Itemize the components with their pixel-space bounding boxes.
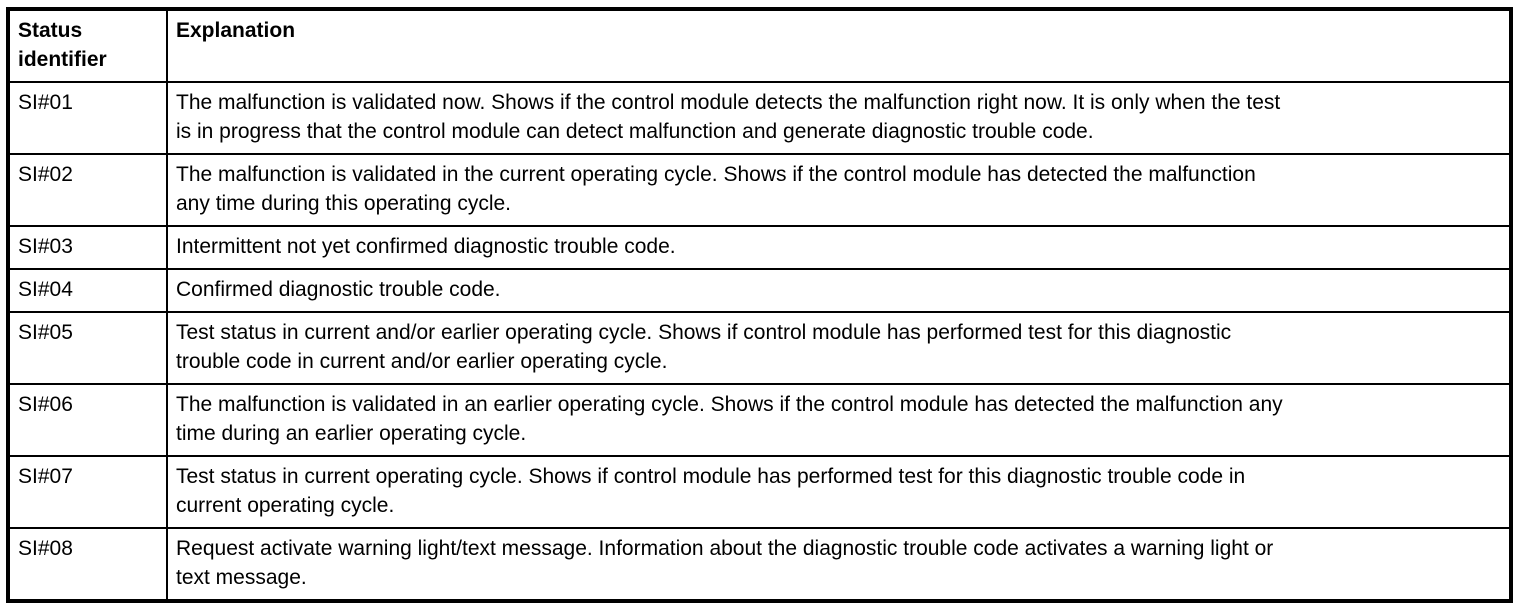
table-row: SI#06 The malfunction is validated in an…	[7, 383, 1512, 457]
explanation-cell: The malfunction is validated in the curr…	[166, 153, 1512, 227]
table-row: SI#01 The malfunction is validated now. …	[7, 81, 1512, 155]
explanation-cell: Intermittent not yet confirmed diagnosti…	[166, 225, 1512, 270]
header-row: Status identifier Explanation	[7, 8, 1512, 83]
status-id-cell: SI#03	[7, 225, 168, 270]
status-id-cell: SI#07	[7, 455, 168, 529]
column-header-status-identifier: Status identifier	[7, 8, 168, 83]
table-row: SI#05 Test status in current and/or earl…	[7, 311, 1512, 385]
table-row: SI#04 Confirmed diagnostic trouble code.	[7, 268, 1512, 313]
status-id-cell: SI#06	[7, 383, 168, 457]
explanation-cell: Request activate warning light/text mess…	[166, 527, 1512, 602]
table-row: SI#08 Request activate warning light/tex…	[7, 527, 1512, 602]
explanation-cell: Confirmed diagnostic trouble code.	[166, 268, 1512, 313]
explanation-cell: The malfunction is validated now. Shows …	[166, 81, 1512, 155]
status-id-cell: SI#01	[7, 81, 168, 155]
status-id-cell: SI#05	[7, 311, 168, 385]
status-id-cell: SI#04	[7, 268, 168, 313]
explanation-cell: The malfunction is validated in an earli…	[166, 383, 1512, 457]
explanation-cell: Test status in current and/or earlier op…	[166, 311, 1512, 385]
explanation-cell: Test status in current operating cycle. …	[166, 455, 1512, 529]
column-header-explanation: Explanation	[166, 8, 1512, 83]
status-id-cell: SI#02	[7, 153, 168, 227]
status-id-cell: SI#08	[7, 527, 168, 602]
table-row: SI#02 The malfunction is validated in th…	[7, 153, 1512, 227]
table-row: SI#03 Intermittent not yet confirmed dia…	[7, 225, 1512, 270]
table-row: SI#07 Test status in current operating c…	[7, 455, 1512, 529]
status-identifier-table: Status identifier Explanation SI#01 The …	[6, 7, 1513, 603]
